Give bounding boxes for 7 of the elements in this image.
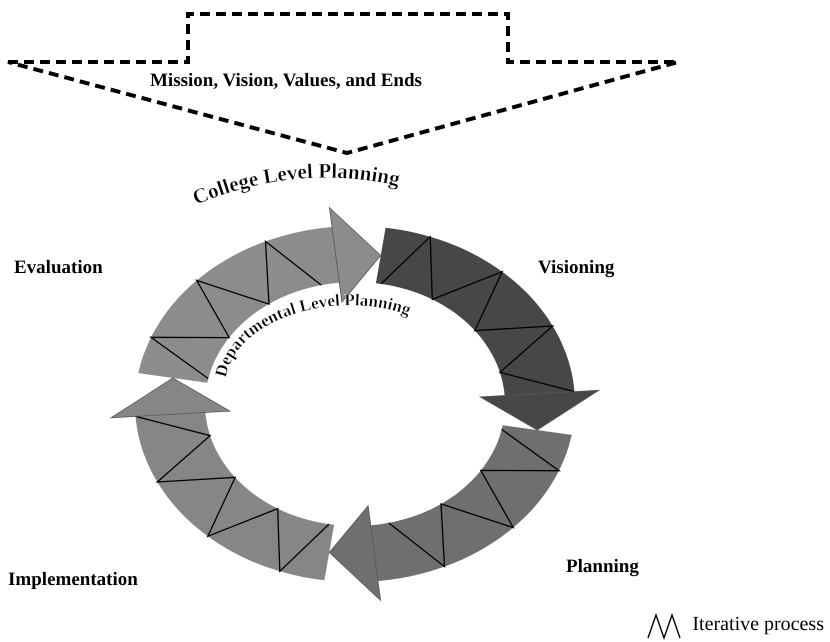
ring-title: College Level Planning: [188, 158, 402, 210]
arrow-text: Mission, Vision, Values, and Ends: [150, 70, 422, 92]
stage-label: Evaluation: [14, 257, 103, 279]
stage-label: Implementation: [8, 569, 138, 591]
legend-text: Iterative process: [692, 613, 824, 636]
stage-label: Visioning: [538, 257, 614, 279]
stage-label: Planning: [566, 556, 639, 578]
